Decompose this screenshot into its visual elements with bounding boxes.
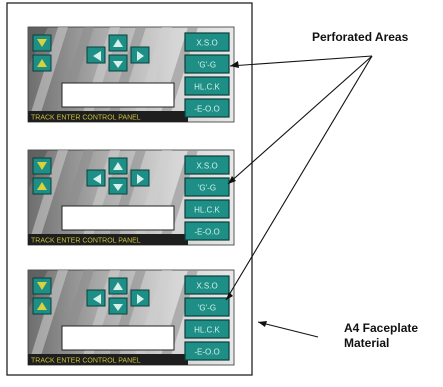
right-arrow-icon — [137, 174, 144, 184]
faceplate-streak — [28, 150, 68, 245]
display-window — [61, 205, 175, 231]
leader-line-1 — [229, 55, 373, 67]
footer-strip — [28, 234, 188, 245]
down-arrow-icon — [113, 304, 123, 311]
left-arrow-icon — [93, 174, 101, 184]
side-button-label: X.S.O — [196, 282, 217, 291]
faceplate-3: TRACK ENTER CONTROL PANEL X.S.O 'G'-G HL.C.… — [27, 269, 235, 366]
down-arrow-icon — [113, 184, 123, 191]
side-button-label: -E-O.O — [194, 228, 219, 237]
side-button-label: 'G'-G — [198, 184, 216, 193]
footer-strip — [28, 111, 188, 122]
yellow-down-arrow-icon — [37, 302, 47, 310]
side-button-3 — [184, 199, 230, 219]
side-button-label: -E-O.O — [194, 105, 219, 114]
arrowhead-2 — [228, 176, 236, 184]
footer-strip-text: TRACK ENTER CONTROL PANEL — [31, 358, 141, 365]
leader-arrowheads — [226, 61, 239, 300]
leader-line-2 — [227, 55, 373, 185]
side-button-1 — [184, 155, 230, 175]
perforated-areas-label: Perforated Areas — [312, 30, 409, 44]
side-button-3 — [184, 76, 230, 96]
faceplate-streak — [28, 270, 68, 365]
side-button-1 — [184, 275, 230, 295]
footer-strip-text: TRACK ENTER CONTROL PANEL — [31, 115, 141, 122]
display-window — [61, 325, 175, 351]
right-arrow-icon — [137, 294, 144, 304]
faceplate-1: TRACK ENTER CONTROL PANEL X.S.O 'G'-G HL.C.… — [27, 26, 235, 123]
side-button-label: HL.C.K — [194, 206, 220, 215]
up-arrow-icon — [113, 282, 123, 290]
side-button-label: HL.C.K — [194, 326, 220, 335]
faceplate-2: TRACK ENTER CONTROL PANEL X.S.O 'G'-G HL.C.… — [27, 149, 235, 246]
right-arrow-icon — [137, 51, 144, 61]
side-button-label: X.S.O — [196, 162, 217, 171]
side-button-2 — [184, 177, 230, 197]
footer-strip-text: TRACK ENTER CONTROL PANEL — [31, 238, 141, 245]
a4-arrowhead — [258, 321, 267, 327]
side-button-label: -E-O.O — [194, 348, 219, 357]
side-button-4 — [184, 98, 230, 118]
side-button-label: 'G'-G — [198, 61, 216, 70]
left-arrow-icon — [93, 294, 101, 304]
leader-line-3 — [225, 55, 373, 301]
left-arrow-icon — [93, 51, 101, 61]
side-button-label: X.S.O — [196, 39, 217, 48]
arrowhead-1 — [230, 61, 239, 68]
yellow-up-arrow-icon — [37, 282, 47, 290]
side-button-label: HL.C.K — [194, 83, 220, 92]
side-button-label: 'G'-G — [198, 304, 216, 313]
up-arrow-icon — [113, 39, 123, 47]
side-button-2 — [184, 54, 230, 74]
a4-label-line2: Material — [344, 336, 390, 350]
yellow-up-arrow-icon — [37, 162, 47, 170]
yellow-down-arrow-icon — [37, 59, 47, 67]
display-window — [61, 82, 175, 108]
footer-strip — [28, 354, 188, 365]
arrowhead-3 — [226, 292, 233, 300]
a4-label-line1: A4 Faceplate — [344, 321, 419, 335]
a4-faceplate-material-label: A4 Faceplate Material — [344, 321, 418, 351]
faceplates-group: TRACK ENTER CONTROL PANEL X.S.O 'G'-G HL.C.… — [27, 26, 235, 366]
side-button-4 — [184, 221, 230, 241]
yellow-up-arrow-icon — [37, 39, 47, 47]
up-arrow-icon — [113, 162, 123, 170]
down-arrow-icon — [113, 61, 123, 68]
perforated-leader-lines — [225, 55, 373, 301]
side-button-2 — [184, 297, 230, 317]
side-button-1 — [184, 32, 230, 52]
faceplate-streak — [28, 27, 68, 122]
yellow-down-arrow-icon — [37, 182, 47, 190]
side-button-3 — [184, 319, 230, 339]
a4-leader-line — [257, 321, 319, 338]
side-button-4 — [184, 341, 230, 361]
